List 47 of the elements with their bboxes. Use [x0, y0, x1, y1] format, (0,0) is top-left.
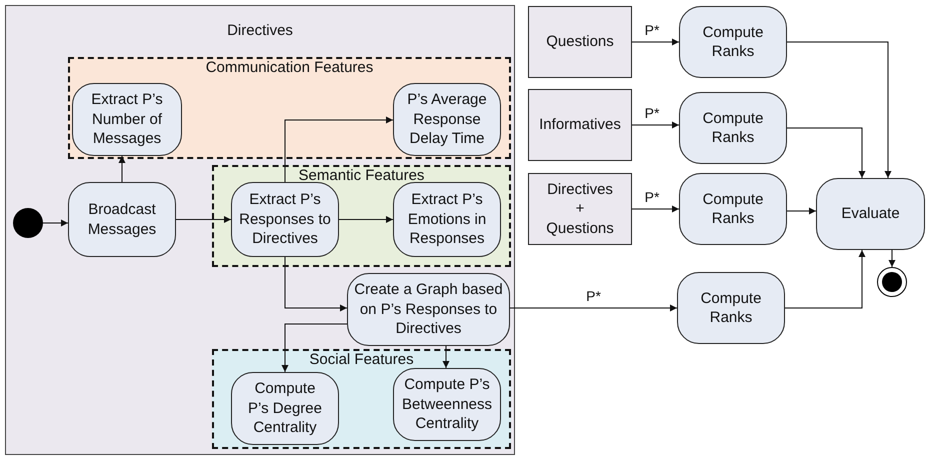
- activity-box: Broadcast Messages: [68, 182, 176, 257]
- activity-box: Extract P’s Emotions in Responses: [393, 182, 501, 257]
- arrow: [632, 38, 680, 46]
- group-title: Communication Features: [206, 59, 374, 77]
- arrow: [888, 250, 896, 268]
- arrow: [632, 122, 680, 128]
- arrow: [118, 156, 126, 182]
- arrow: [786, 128, 866, 178]
- activity-box: Compute P’s Betweenness Centrality: [393, 368, 501, 441]
- arrow: [510, 304, 678, 312]
- edge-label: P*: [644, 105, 660, 121]
- activity-box: Create a Graph based on P’s Responses to Directives: [347, 273, 510, 346]
- data-box: Informatives: [528, 89, 632, 161]
- activity-box: Evaluate: [816, 178, 925, 250]
- edge-label: P*: [586, 288, 601, 304]
- arrow: [784, 250, 866, 308]
- arrow: [632, 206, 680, 212]
- activity-box: Compute Ranks: [679, 6, 787, 78]
- feature-group: [68, 57, 511, 159]
- arrow: [284, 256, 348, 312]
- group-title: Social Features: [309, 351, 414, 369]
- arrow: [282, 324, 348, 372]
- activity-box: Compute P’s Degree Centrality: [231, 372, 339, 445]
- data-box: Directives + Questions: [528, 173, 632, 245]
- activity-box: Compute Ranks: [677, 272, 785, 344]
- activity-box: P’s Average Response Delay Time: [393, 83, 501, 156]
- arrow: [42, 220, 68, 226]
- activity-box: Extract P’s Number of Messages: [72, 83, 182, 156]
- activity-box: Extract P’s Responses to Directives: [231, 182, 339, 257]
- arrow: [442, 346, 450, 368]
- group-title: Semantic Features: [298, 167, 424, 185]
- feature-group: [212, 165, 511, 267]
- arrow: [176, 216, 232, 223]
- arrow: [338, 216, 394, 223]
- edge-label: P*: [644, 22, 660, 38]
- data-box: Questions: [528, 6, 632, 78]
- group-title: Directives: [227, 22, 293, 40]
- arrow: [284, 116, 394, 182]
- arrow: [786, 208, 816, 214]
- start-node: [13, 208, 43, 238]
- arrow: [786, 42, 892, 178]
- activity-box: Compute Ranks: [679, 173, 787, 245]
- swimlane-panel: [5, 5, 515, 455]
- activity-box: Compute Ranks: [679, 92, 787, 164]
- edge-label: P*: [644, 189, 660, 205]
- end-node: [877, 267, 907, 297]
- feature-group: [212, 349, 511, 449]
